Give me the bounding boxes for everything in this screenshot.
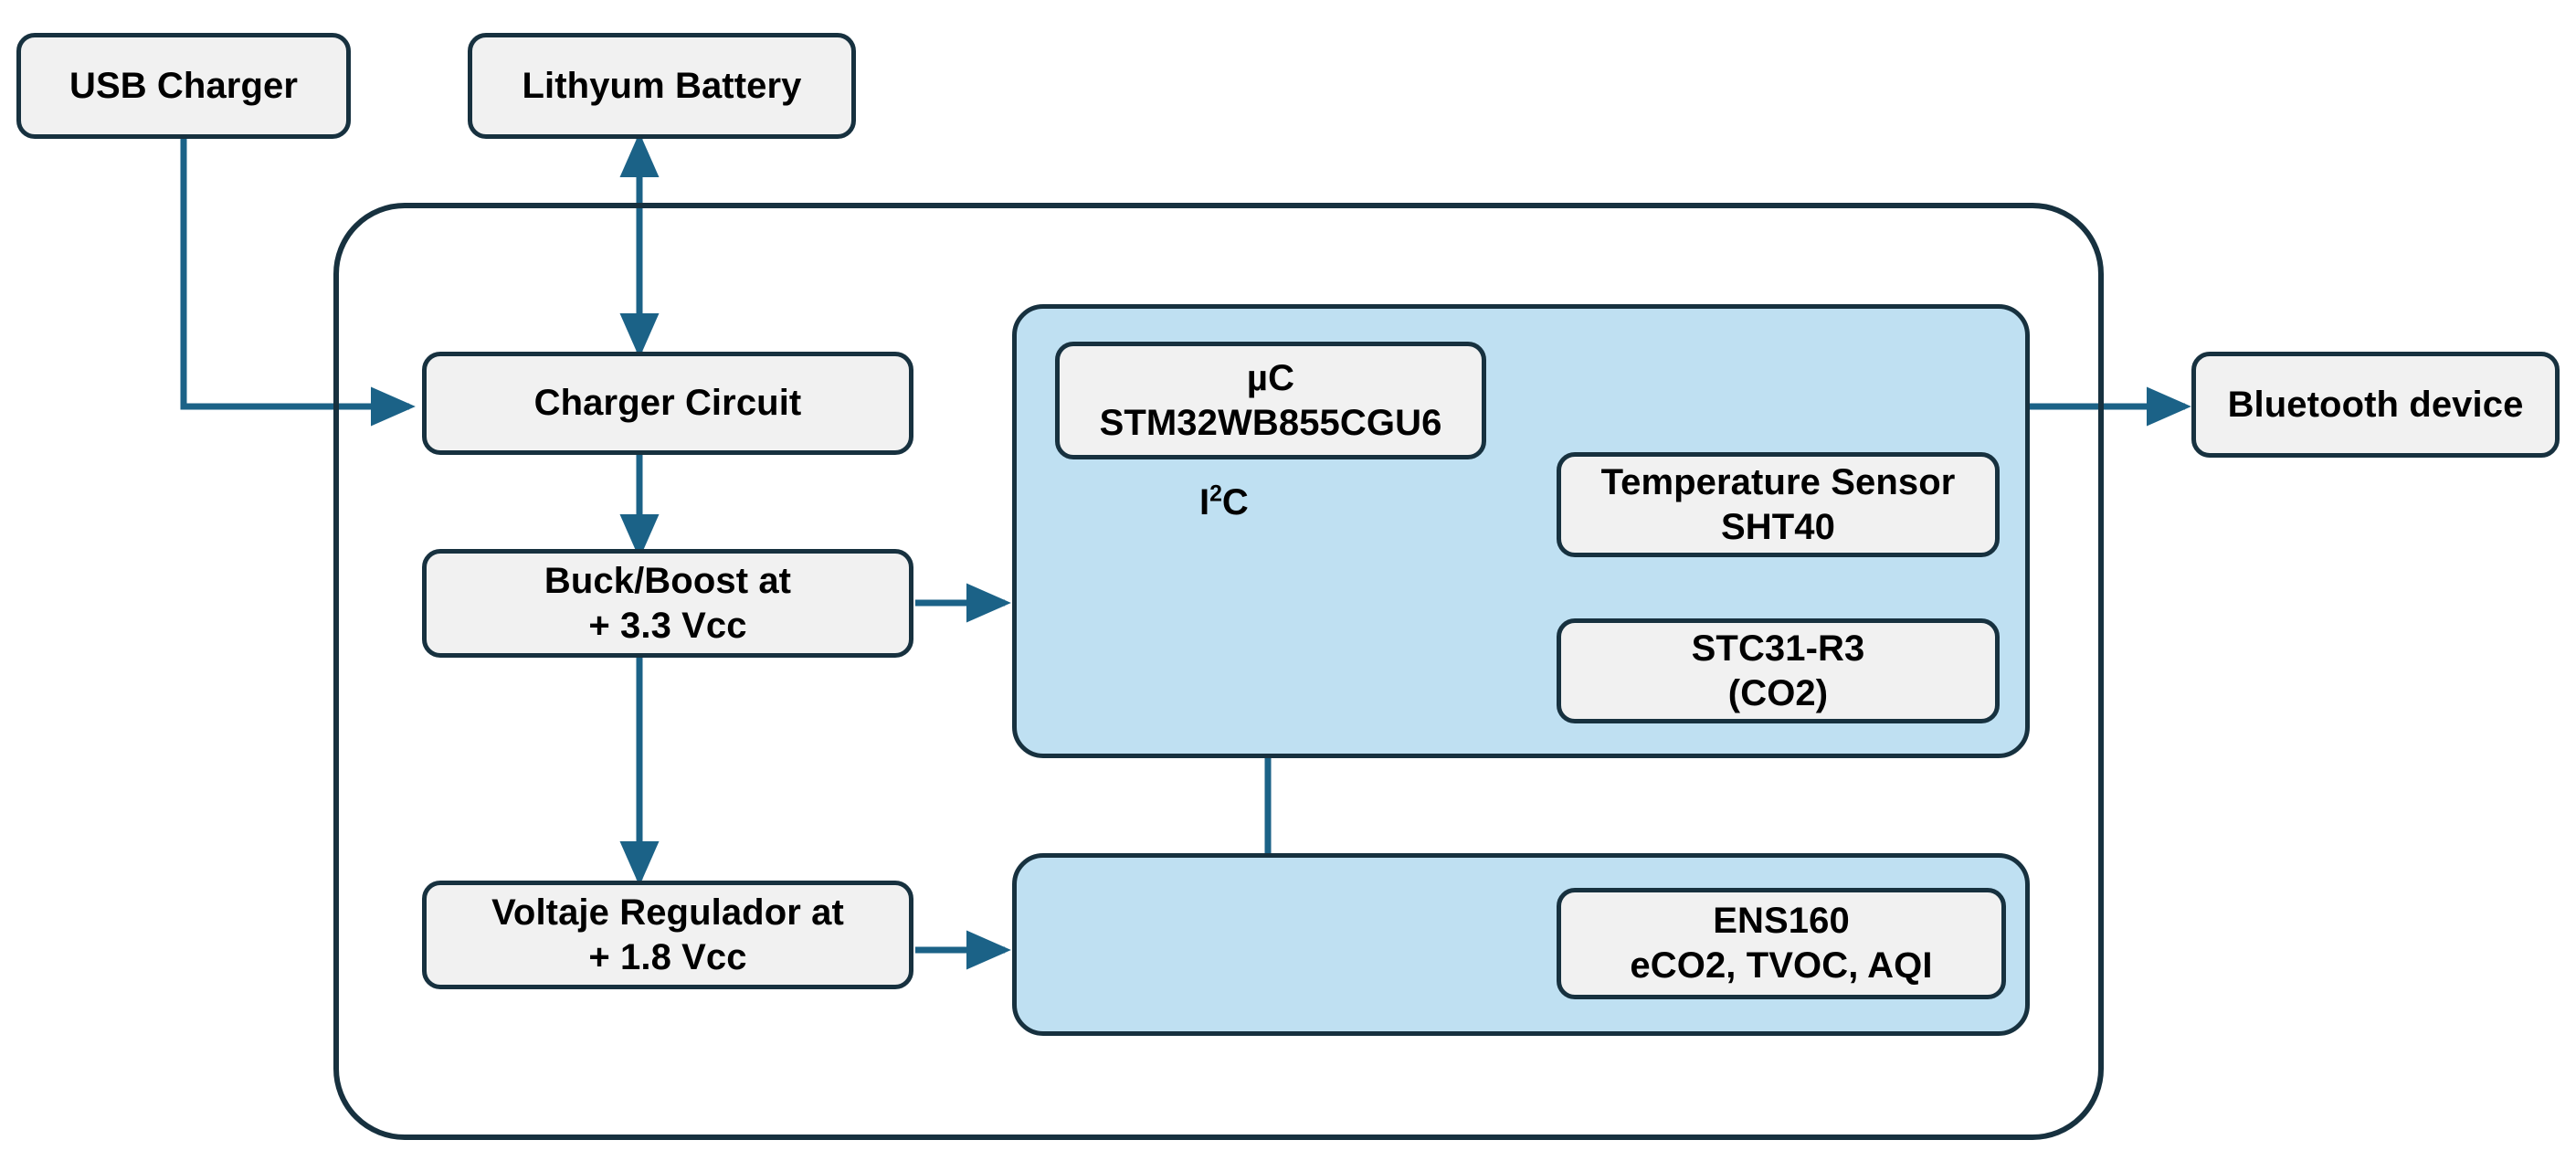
i2c-bus-label-prefix: I — [1199, 482, 1210, 522]
node-lithium-battery-label: Lithyum Battery — [522, 65, 802, 106]
i2c-bus-label: I2C — [1199, 482, 1249, 523]
node-air-quality-sensor-label-line2: eCO2, TVOC, AQI — [1630, 945, 1933, 986]
node-temperature-sensor-label-line1: Temperature Sensor — [1600, 461, 1956, 502]
node-voltage-regulator-label-line2: + 1.8 Vcc — [588, 936, 747, 977]
node-temperature-sensor[interactable]: Temperature Sensor SHT40 — [1557, 452, 2000, 557]
i2c-bus-label-suffix: C — [1221, 482, 1249, 522]
node-mcu[interactable]: µC STM32WB855CGU6 — [1055, 342, 1486, 459]
node-co2-sensor[interactable]: STC31-R3 (CO2) — [1557, 618, 2000, 723]
node-bluetooth-device[interactable]: Bluetooth device — [2191, 352, 2560, 458]
node-usb-charger-label: USB Charger — [69, 65, 299, 106]
node-lithium-battery[interactable]: Lithyum Battery — [468, 33, 856, 139]
node-co2-sensor-label-line1: STC31-R3 — [1691, 628, 1865, 669]
node-buck-boost-label-line1: Buck/Boost at — [544, 560, 792, 601]
device-enclosure-boundary — [333, 203, 2104, 1140]
node-mcu-label-line1: µC — [1246, 357, 1295, 398]
node-temperature-sensor-label-line2: SHT40 — [1721, 506, 1835, 547]
node-voltage-regulator-label-line1: Voltaje Regulador at — [491, 892, 844, 933]
node-air-quality-sensor-label-line1: ENS160 — [1713, 901, 1850, 942]
node-buck-boost-label-line2: + 3.3 Vcc — [588, 605, 747, 646]
node-usb-charger[interactable]: USB Charger — [16, 33, 351, 139]
node-mcu-label-line2: STM32WB855CGU6 — [1099, 402, 1442, 443]
node-bluetooth-device-label: Bluetooth device — [2227, 384, 2524, 425]
node-voltage-regulator[interactable]: Voltaje Regulador at + 1.8 Vcc — [422, 881, 913, 989]
node-charger-circuit[interactable]: Charger Circuit — [422, 352, 913, 455]
i2c-bus-label-superscript: 2 — [1209, 481, 1222, 507]
node-co2-sensor-label-line2: (CO2) — [1727, 672, 1829, 713]
node-buck-boost[interactable]: Buck/Boost at + 3.3 Vcc — [422, 549, 913, 658]
node-air-quality-sensor[interactable]: ENS160 eCO2, TVOC, AQI — [1557, 888, 2006, 999]
node-charger-circuit-label: Charger Circuit — [533, 383, 802, 424]
